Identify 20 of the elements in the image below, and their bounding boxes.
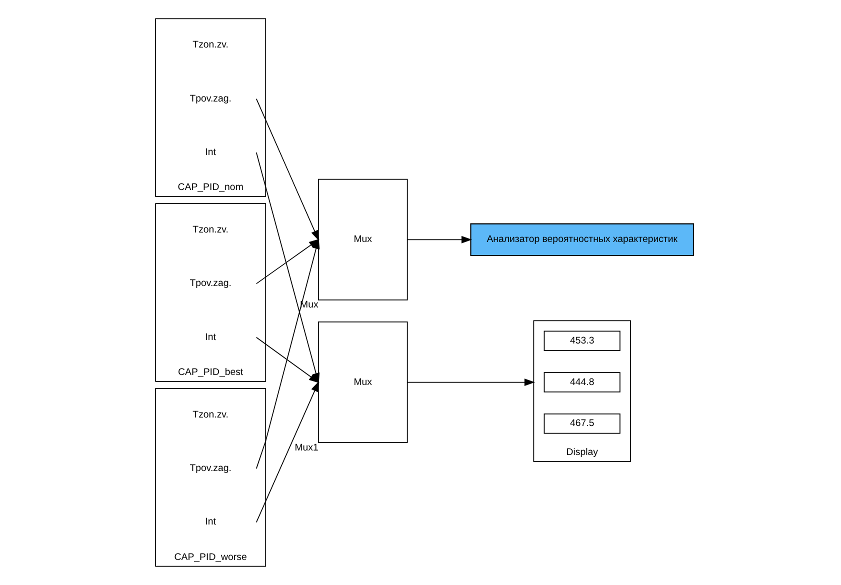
node-text: Int xyxy=(204,146,216,158)
node-text: Tzon.zv. xyxy=(192,40,228,51)
arrow xyxy=(406,378,535,386)
node-box: 467.5 xyxy=(543,414,620,434)
arrow xyxy=(255,98,318,241)
node-text: Tpov.zag. xyxy=(189,278,231,290)
node-box: 444.8 xyxy=(543,372,620,392)
node-box: Анализатор вероятностных характеристик xyxy=(470,223,694,256)
node-box: Mux xyxy=(318,178,408,300)
node-text: Tpov.zag. xyxy=(189,93,231,104)
node-label: Mux1 xyxy=(294,442,318,454)
node-text: Tzon.zv. xyxy=(192,409,228,420)
node-text: Tpov.zag. xyxy=(189,463,231,474)
node-text: Tzon.zv. xyxy=(192,224,228,236)
arrow xyxy=(406,236,472,244)
arrow xyxy=(255,381,318,523)
node-text: Int xyxy=(204,332,216,343)
node-box: Mux xyxy=(318,322,408,444)
node-box: 453.3 xyxy=(543,330,620,352)
node-text: Int xyxy=(204,516,216,528)
